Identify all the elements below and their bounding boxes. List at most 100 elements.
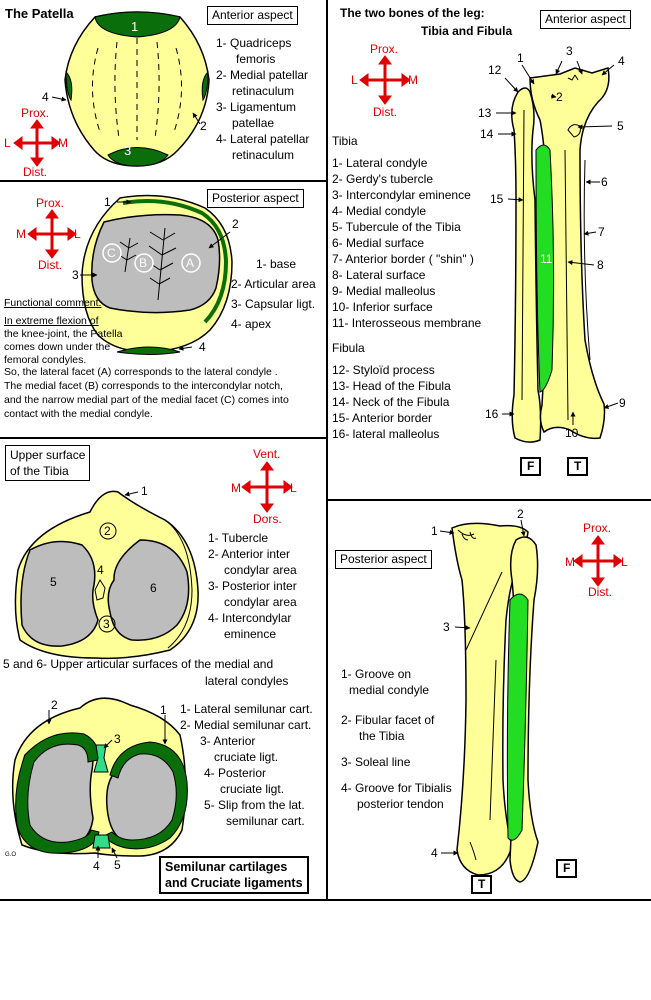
comment-line: femoral condyles. bbox=[4, 354, 87, 366]
semilunar-title-l2: and Cruciate ligaments bbox=[165, 876, 303, 890]
semilunar-legend: 1- Lateral semilunar cart. 2- Medial sem… bbox=[180, 701, 313, 829]
tibia-heading: Tibia bbox=[332, 134, 358, 148]
compass-dors: Dors. bbox=[253, 512, 282, 526]
legend-line: 2- Medial patellar bbox=[216, 68, 309, 82]
leg-post-num-1: 1 bbox=[431, 524, 438, 538]
legend-line: condylar area bbox=[224, 595, 297, 609]
patella-posterior-drawing bbox=[80, 194, 233, 355]
semilunar-num-5: 5 bbox=[114, 858, 121, 872]
tibia-upper-title-l2: of the Tibia bbox=[10, 464, 69, 478]
leg-title-l2: Tibia and Fibula bbox=[421, 24, 513, 38]
patella-anterior-label: Anterior aspect bbox=[207, 6, 298, 25]
fibula-heading: Fibula bbox=[332, 341, 365, 355]
tibia-num-4: 4 bbox=[97, 563, 104, 577]
legend-line: 1- Quadriceps bbox=[216, 36, 292, 50]
leg-num-12: 12 bbox=[488, 63, 502, 77]
legend-line: femoris bbox=[236, 52, 276, 66]
patella-post-num-3: 3 bbox=[72, 268, 79, 282]
legend-line: 4- Groove for Tibialis bbox=[341, 781, 452, 795]
leg-post-num-3: 3 bbox=[443, 620, 450, 634]
semilunar-title-box: Semilunar cartilages and Cruciate ligame… bbox=[159, 856, 309, 894]
signature: G.O bbox=[5, 852, 17, 858]
legend-line: retinaculum bbox=[232, 148, 295, 162]
compass-tibia-upper bbox=[241, 461, 293, 513]
legend-line: 4- Lateral patellar bbox=[216, 132, 310, 146]
patella-title: The Patella bbox=[5, 6, 74, 21]
legend-line: 3- Intercondylar eminence bbox=[332, 188, 471, 202]
patella-num-3: 3 bbox=[124, 143, 132, 158]
tibia-num-3: 3 bbox=[103, 617, 110, 631]
patella-num-1: 1 bbox=[131, 19, 139, 34]
leg-num-1: 1 bbox=[517, 51, 524, 65]
compass-prox-2: Prox. bbox=[36, 196, 65, 210]
comment-line: So, the lateral facet (A) corresponds to… bbox=[4, 366, 278, 378]
semilunar-num-2: 2 bbox=[51, 698, 58, 712]
leg-post-num-4: 4 bbox=[431, 846, 438, 860]
compass-dist-1: Dist. bbox=[23, 165, 47, 179]
leg-posterior-legend: 1- Groove on medial condyle 2- Fibular f… bbox=[341, 666, 452, 812]
semilunar-num-4: 4 bbox=[93, 859, 100, 873]
patella-anterior-drawing bbox=[51, 11, 210, 167]
compass-dist-4: Dist. bbox=[373, 105, 397, 119]
legend-line: 3- Ligamentum bbox=[216, 100, 297, 114]
legend-line: 3- Soleal line bbox=[341, 755, 411, 769]
comment-line: In extreme flexion of bbox=[4, 315, 99, 327]
comment-line: comes down under the bbox=[4, 341, 111, 353]
leg-num-16: 16 bbox=[485, 407, 499, 421]
legend-line: 2- Gerdy's tubercle bbox=[332, 172, 433, 186]
legend-line: 4- Posterior bbox=[204, 766, 267, 780]
legend-line: 1- Lateral semilunar cart. bbox=[180, 702, 313, 716]
tibia-upper-note-l2: lateral condyles bbox=[205, 674, 289, 688]
legend-line: 1- base bbox=[256, 257, 297, 271]
facet-c: C bbox=[107, 246, 116, 260]
leg-anterior-label: Anterior aspect bbox=[540, 10, 631, 29]
panel-borders bbox=[0, 0, 651, 901]
leg-anterior-drawing bbox=[496, 60, 619, 443]
leg-num-6: 6 bbox=[601, 175, 608, 189]
leg-post-num-2: 2 bbox=[517, 507, 524, 521]
compass-arrows bbox=[13, 55, 623, 587]
legend-line: 1- Groove on bbox=[341, 667, 412, 681]
legend-line: 6- Medial surface bbox=[332, 236, 425, 250]
patella-anterior-legend: 1- Quadriceps femoris 2- Medial patellar… bbox=[216, 35, 309, 163]
leg-num-14: 14 bbox=[480, 127, 494, 141]
compass-l-3: L bbox=[290, 481, 297, 495]
semilunar-title-l1: Semilunar cartilages bbox=[165, 860, 288, 874]
compass-patella-ant bbox=[13, 119, 61, 167]
legend-line: 4- Intercondylar bbox=[208, 611, 292, 625]
legend-line: cruciate ligt. bbox=[220, 782, 285, 796]
semilunar-num-1: 1 bbox=[160, 703, 167, 717]
tibia-num-5: 5 bbox=[50, 575, 57, 589]
legend-line: condylar area bbox=[224, 563, 297, 577]
legend-line: 2- Medial semilunar cart. bbox=[180, 718, 312, 732]
compass-prox-4: Prox. bbox=[370, 42, 399, 56]
legend-line: patellae bbox=[232, 116, 275, 130]
compass-m-5: M bbox=[565, 555, 575, 569]
legend-line: 5- Tubercule of the Tibia bbox=[332, 220, 461, 234]
legend-line: 14- Neck of the Fibula bbox=[332, 395, 450, 409]
legend-line: 10- Inferior surface bbox=[332, 300, 433, 314]
patella-posterior-legend: 1- base 2- Articular area 3- Capsular li… bbox=[231, 254, 316, 334]
leg-num-8: 8 bbox=[597, 258, 604, 272]
leg-num-5: 5 bbox=[617, 119, 624, 133]
legend-line: posterior tendon bbox=[357, 797, 444, 811]
tibia-upper-title-l1: Upper surface bbox=[10, 448, 86, 462]
leg-num-4: 4 bbox=[618, 54, 625, 68]
legend-line: 3- Capsular ligt. bbox=[231, 297, 316, 311]
leg-num-10: 10 bbox=[565, 426, 579, 440]
tibia-upper-title-box: Upper surface of the Tibia bbox=[5, 445, 91, 481]
semilunar-drawing bbox=[11, 697, 188, 859]
legend-line: the Tibia bbox=[359, 729, 405, 743]
leg-title-l1: The two bones of the leg: bbox=[340, 6, 485, 20]
compass-l-1: L bbox=[4, 136, 11, 150]
leg-num-9: 9 bbox=[619, 396, 626, 410]
compass-patella-post bbox=[27, 209, 77, 259]
legend-line: 1- Lateral condyle bbox=[332, 156, 428, 170]
legend-line: 2- Fibular facet of bbox=[341, 713, 435, 727]
patella-posterior-label: Posterior aspect bbox=[207, 189, 304, 208]
leg-posterior-label: Posterior aspect bbox=[335, 550, 432, 569]
leg-num-7: 7 bbox=[598, 225, 605, 239]
compass-leg-post bbox=[573, 535, 623, 587]
legend-line: 4- Medial condyle bbox=[332, 204, 427, 218]
